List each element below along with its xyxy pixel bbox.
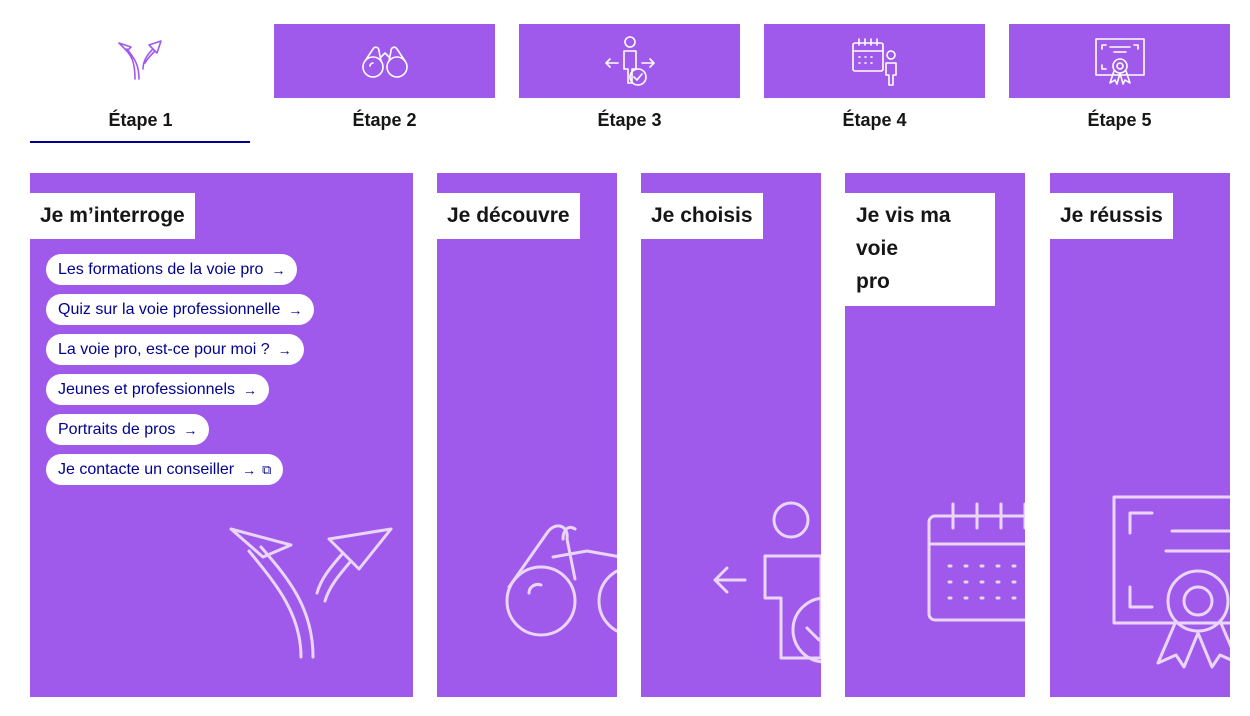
person-choice-icon xyxy=(713,501,821,664)
arrow-right-icon: → xyxy=(242,461,257,478)
branching-arrows-icon xyxy=(229,527,393,659)
panel-title-line: pro xyxy=(845,265,900,298)
tab-label: Étape 4 xyxy=(842,110,907,130)
panel-etape-4: Je vis ma voie pro xyxy=(845,173,1025,697)
tab-etape-4[interactable]: Étape 4 xyxy=(764,24,985,146)
tab-label: Étape 1 xyxy=(108,110,173,130)
link-portraits-de-pros[interactable]: Portraits de pros → xyxy=(46,414,210,445)
link-label: Portraits de pros xyxy=(58,420,176,438)
arrow-right-icon: → xyxy=(277,341,292,358)
panel-title: Je m’interroge xyxy=(30,193,195,239)
panel-title: Je vis ma voie pro xyxy=(845,193,995,306)
tab-icon-box xyxy=(519,24,740,98)
tab-etape-2[interactable]: Étape 2 xyxy=(274,24,495,146)
panel-etape-3: Je choisis xyxy=(641,173,821,697)
panel-title: Je découvre xyxy=(437,193,580,239)
link-voie-pro-pour-moi[interactable]: La voie pro, est-ce pour moi ? → xyxy=(46,334,304,365)
arrow-right-icon: → xyxy=(243,381,257,398)
panel-etape-5: Je réussis xyxy=(1050,173,1230,697)
link-label: Quiz sur la voie professionnelle xyxy=(58,300,281,318)
panel-etape-1: Je m’interroge Les formations de la voie… xyxy=(30,173,413,697)
tab-icon-box xyxy=(764,24,985,98)
panel-title-line: Je vis ma voie xyxy=(856,204,951,260)
tab-etape-5[interactable]: Étape 5 xyxy=(1009,24,1230,146)
link-quiz-voie-pro[interactable]: Quiz sur la voie professionnelle → xyxy=(46,294,315,325)
calendar-person-icon xyxy=(851,38,897,86)
tab-icon-box xyxy=(274,24,495,98)
link-label: Les formations de la voie pro xyxy=(58,260,264,278)
step-tabs: Étape 1 Étape 2 É xyxy=(30,24,1230,146)
external-link-icon: ⧉ xyxy=(262,461,272,477)
panel-title: Je réussis xyxy=(1050,193,1173,239)
panel-links: Les formations de la voie pro → Quiz sur… xyxy=(46,254,315,494)
tab-icon-box xyxy=(30,24,251,98)
binoculars-icon xyxy=(361,46,408,78)
link-label: La voie pro, est-ce pour moi ? xyxy=(58,340,270,358)
calendar-person-icon xyxy=(927,502,1025,622)
arrow-right-icon: → xyxy=(288,301,303,318)
panel-etape-2: Je découvre xyxy=(437,173,617,697)
tab-label: Étape 2 xyxy=(352,110,417,130)
tab-etape-1[interactable]: Étape 1 xyxy=(30,24,251,146)
certificate-icon xyxy=(1112,495,1230,669)
tab-label: Étape 5 xyxy=(1087,110,1152,130)
link-label: Je contacte un conseiller xyxy=(58,460,235,478)
tab-label: Étape 3 xyxy=(597,110,662,130)
certificate-icon xyxy=(1094,38,1145,85)
arrow-right-icon: → xyxy=(183,421,198,438)
binoculars-icon xyxy=(505,524,617,637)
branching-arrows-icon xyxy=(117,40,162,80)
tab-etape-3[interactable]: Étape 3 xyxy=(519,24,740,146)
panel-title: Je choisis xyxy=(641,193,763,239)
link-jeunes-professionnels[interactable]: Jeunes et professionnels → xyxy=(46,374,269,405)
active-tab-underline xyxy=(30,141,250,143)
tab-icon-box xyxy=(1009,24,1230,98)
person-choice-icon xyxy=(604,36,655,86)
link-label: Jeunes et professionnels xyxy=(58,380,235,398)
arrow-right-icon: → xyxy=(271,261,286,278)
link-formations-voie-pro[interactable]: Les formations de la voie pro → xyxy=(46,254,298,285)
link-contacte-conseiller[interactable]: Je contacte un conseiller → ⧉ xyxy=(46,454,284,485)
